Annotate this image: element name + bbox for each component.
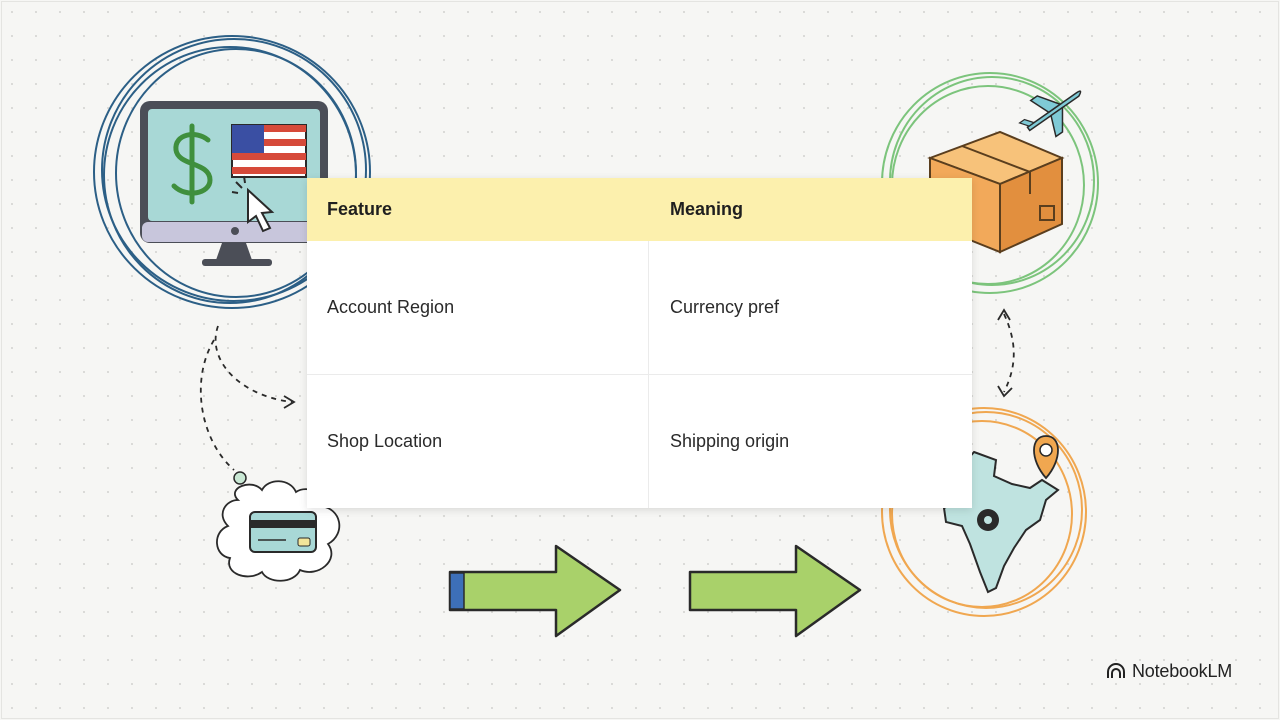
header-feature: Feature (327, 199, 393, 219)
table-row: Account Region Currency pref (307, 241, 972, 375)
cell-feature: Shop Location (307, 375, 649, 508)
header-meaning: Meaning (670, 199, 744, 219)
comparison-table: Feature Meaning Account Region Currency … (307, 178, 972, 508)
table-header: Feature Meaning (307, 178, 972, 241)
cell-feature: Account Region (307, 241, 649, 374)
blue-scribble-circle (93, 35, 371, 309)
arrow-right-icon-1 (448, 544, 622, 638)
arrow-right-icon-2 (688, 544, 862, 638)
dashed-connector-right (1003, 313, 1015, 393)
notebooklm-logo-icon (1107, 663, 1125, 678)
ashoka-chakra-icon (977, 509, 999, 531)
dashed-connector-left (199, 325, 293, 471)
credit-card-icon (249, 511, 317, 553)
cell-meaning: Currency pref (670, 297, 780, 317)
arrowhead-up (997, 308, 1011, 321)
location-pin-icon (1033, 435, 1059, 480)
table-row: Shop Location Shipping origin (307, 375, 972, 508)
dollar-sign-icon (171, 123, 213, 205)
airplane-icon (1018, 90, 1082, 138)
brand-name: NotebookLM (1132, 660, 1233, 681)
thought-dot (233, 471, 247, 485)
arrowhead-left (283, 395, 296, 409)
notebooklm-brand: NotebookLM (1106, 659, 1232, 683)
arrowhead-down (997, 385, 1013, 398)
orange-scribble-circle (881, 407, 1087, 617)
cursor-icon (231, 175, 275, 233)
us-flag-icon (231, 124, 307, 178)
cell-meaning: Shipping origin (670, 431, 790, 451)
